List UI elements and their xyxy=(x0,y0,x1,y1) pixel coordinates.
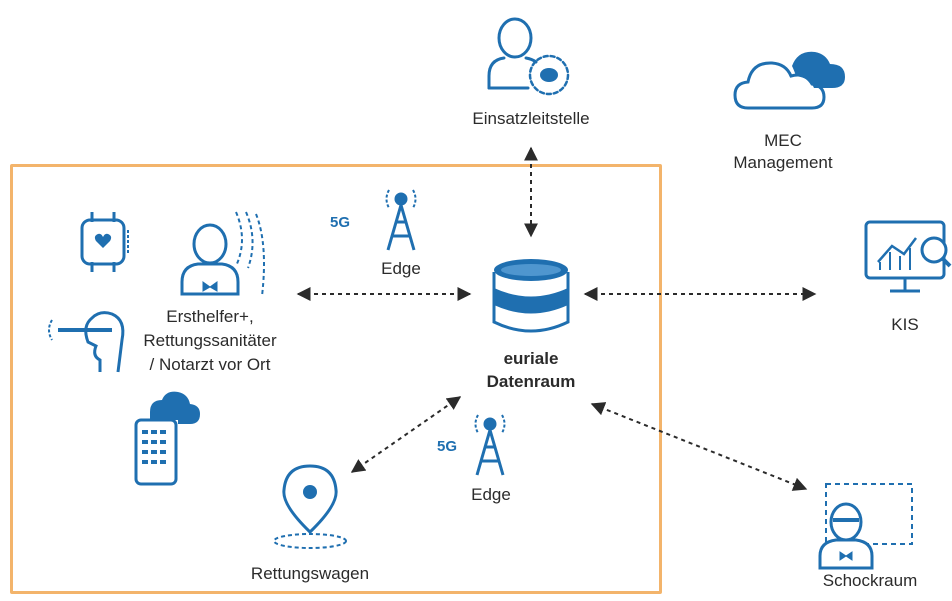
smartwatch-icon xyxy=(80,212,129,272)
database-icon xyxy=(492,259,570,333)
schockraum-label: Schockraum xyxy=(822,571,918,590)
antenna-tower-icon xyxy=(385,189,417,251)
edge-label-top: Edge xyxy=(381,259,421,278)
datenraum-label-line2: Datenraum xyxy=(486,372,576,391)
tablet-cloud-icon xyxy=(134,391,200,486)
link-rtw-datenraum xyxy=(350,396,462,473)
einsatzleitstelle-label: Einsatzleitstelle xyxy=(472,109,590,128)
cloud-icon xyxy=(733,51,845,110)
rettungswagen-label: Rettungswagen xyxy=(250,564,370,583)
edge-label-bottom: Edge xyxy=(471,485,511,504)
helper-label-line1: Ersthelfer+, xyxy=(166,307,254,326)
monitor-chart-icon xyxy=(864,220,952,293)
mec-label-line2: Management xyxy=(733,153,833,172)
field-area-frame xyxy=(10,164,662,594)
datenraum-label-line1: euriale xyxy=(503,349,559,368)
helper-label-line3: / Notarzt vor Ort xyxy=(149,355,271,374)
person-headset-icon xyxy=(487,17,570,96)
5g-tag-bottom: 5G xyxy=(437,438,458,455)
antenna-tower-icon xyxy=(474,414,506,476)
mec-label-line1: MEC xyxy=(764,131,802,150)
link-datenraum-schockraum xyxy=(590,402,808,491)
smart-glasses-head-icon xyxy=(48,311,125,373)
person-glasses-icon xyxy=(818,483,913,570)
kis-label: KIS xyxy=(891,315,919,334)
location-pin-icon xyxy=(273,464,347,549)
helper-label-line2: Rettungssanitäter xyxy=(143,331,277,350)
first-responder-icon xyxy=(180,211,265,297)
5g-tag-top: 5G xyxy=(330,214,351,231)
